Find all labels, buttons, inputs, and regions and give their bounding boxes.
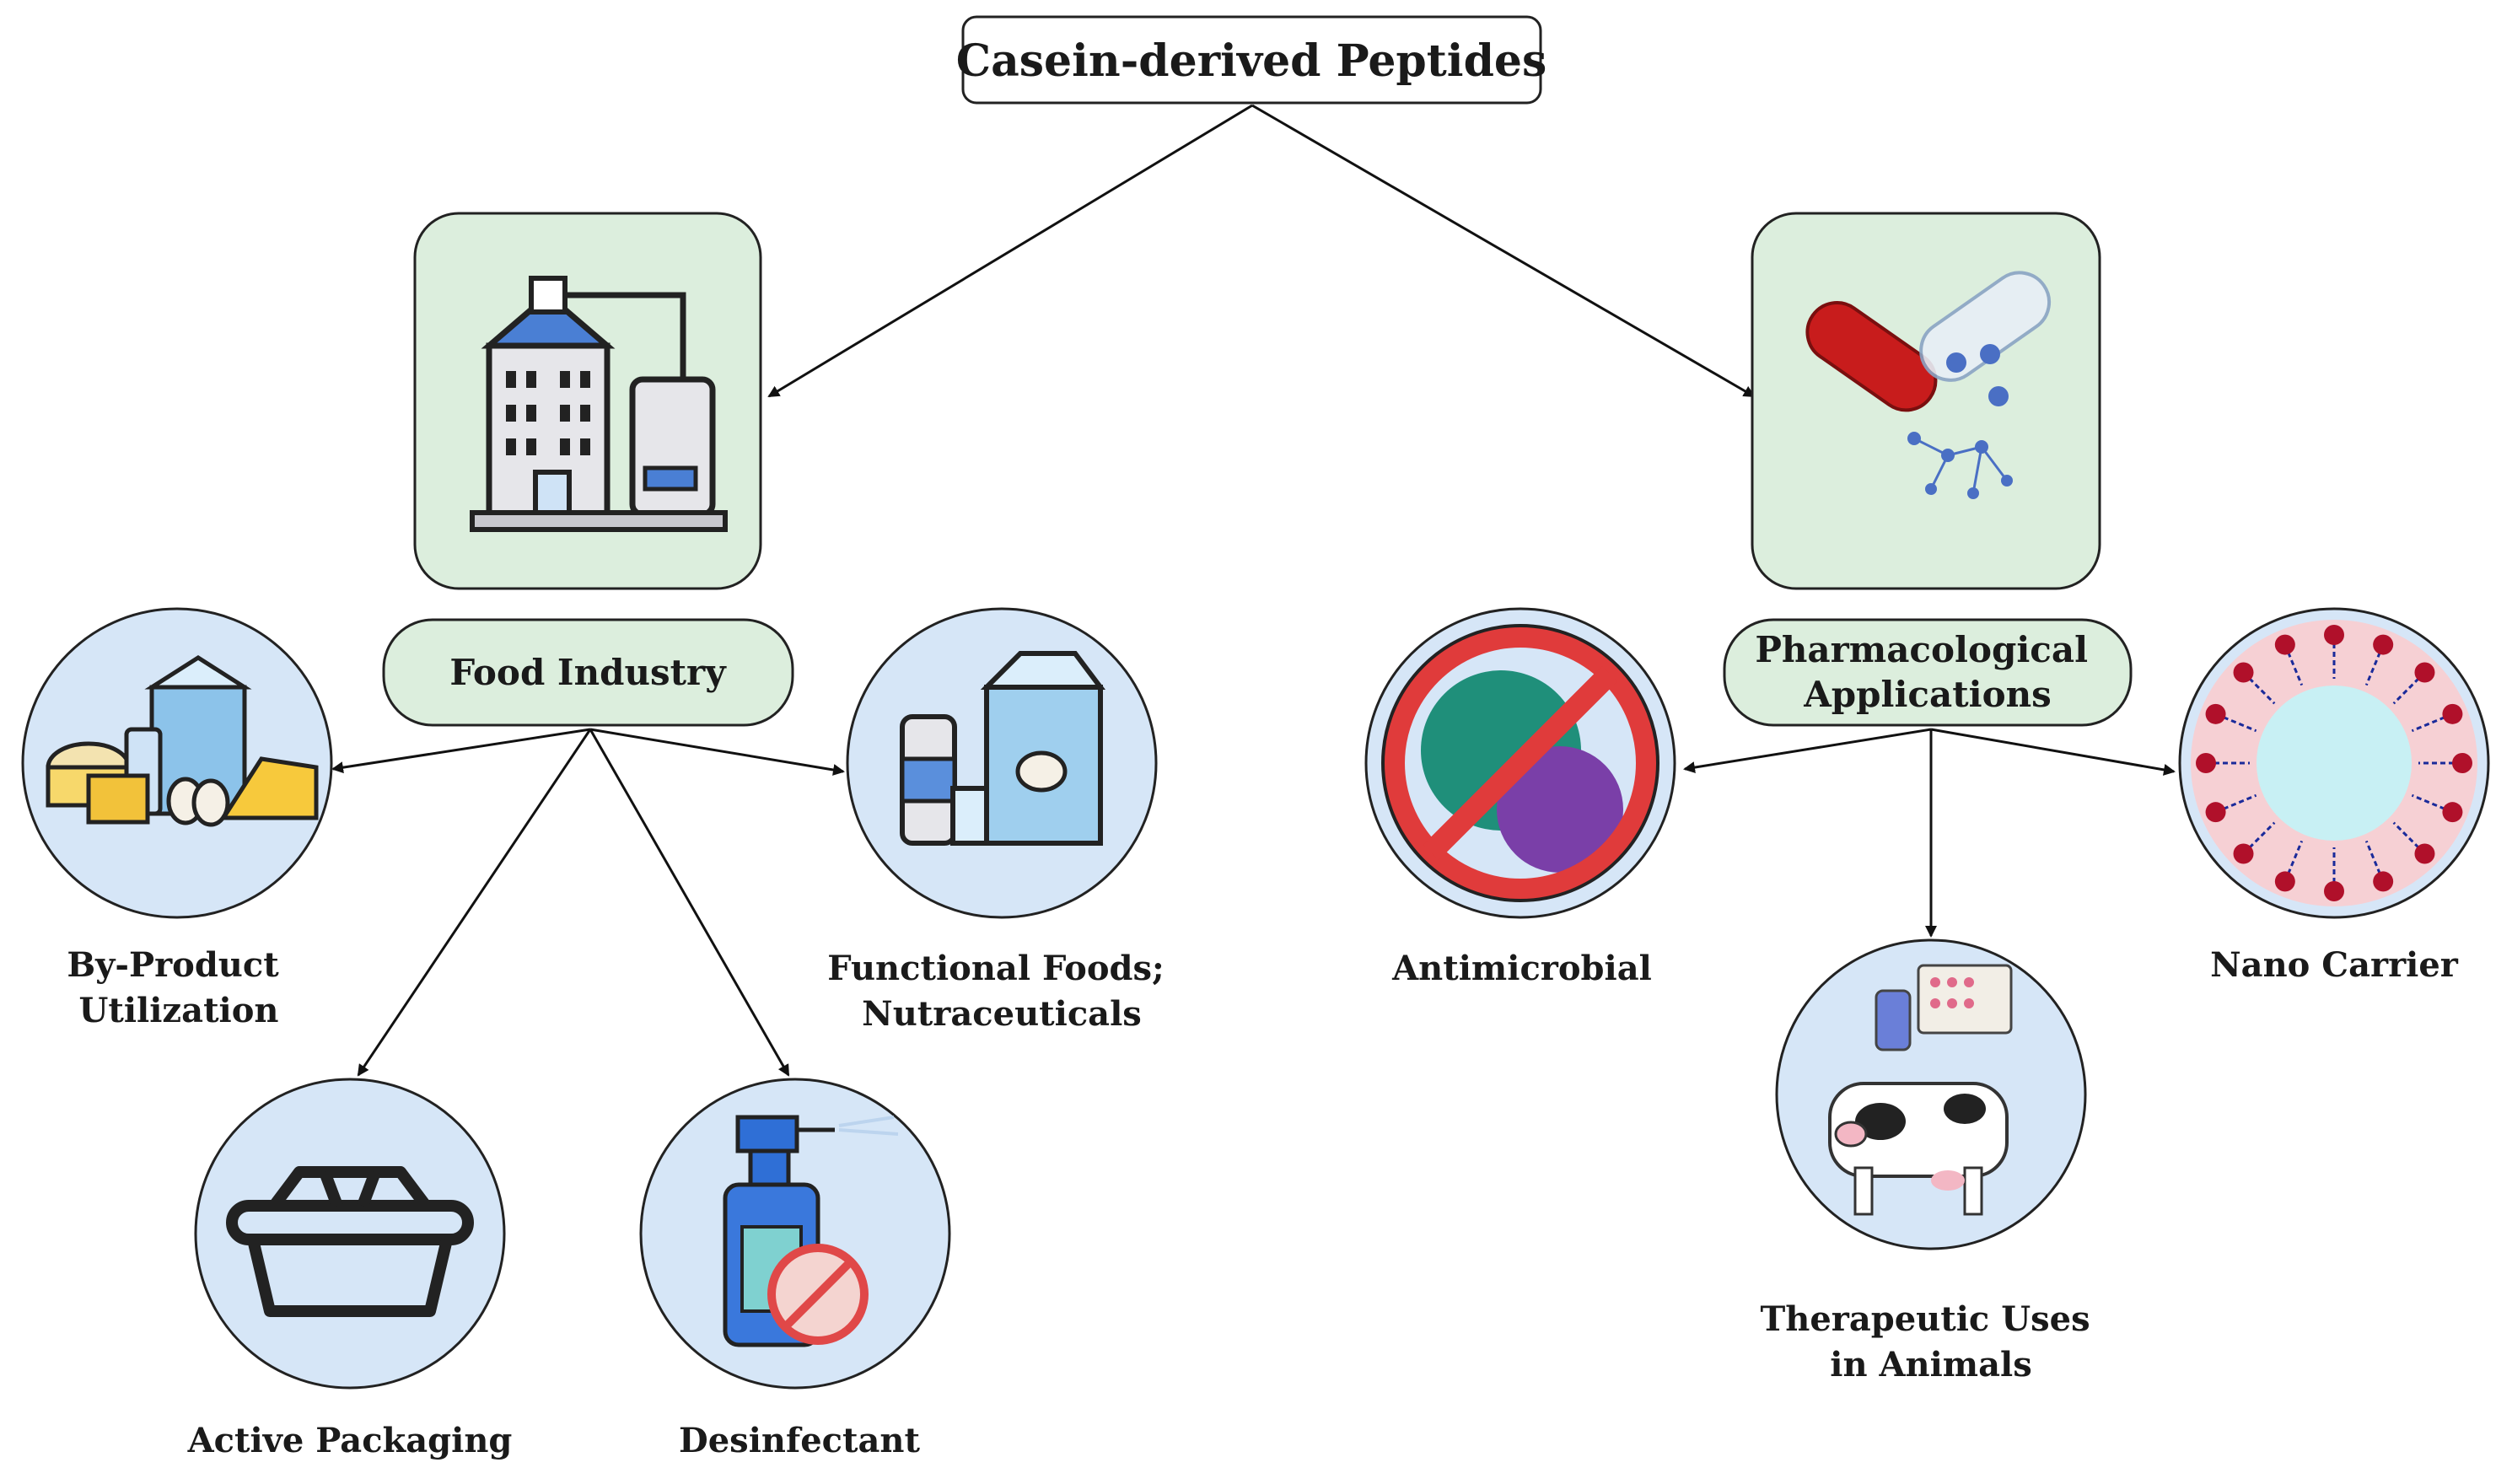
lipid-tail <box>2411 793 2454 814</box>
byproduct-label: By-Product Utilization <box>67 945 290 1030</box>
food-industry-label: Food Industry <box>449 652 727 693</box>
lipid-tail <box>2242 671 2276 705</box>
lipid-head <box>2205 802 2226 823</box>
arrow-food-to-disinfectant <box>589 729 790 1077</box>
lipid-tail <box>2392 821 2426 855</box>
lipid-head <box>2324 625 2344 645</box>
lipid-head <box>2373 634 2394 655</box>
root-label: Casein-derived Peptides <box>956 35 1547 87</box>
antimicrobial-label: Antimicrobial <box>1391 949 1652 988</box>
lipid-tail <box>2411 712 2454 733</box>
milk-carton-icon <box>900 651 1105 846</box>
dairy-products-icon <box>46 655 319 827</box>
lipid-tail <box>2283 643 2304 686</box>
lipid-head <box>2442 802 2463 823</box>
functional-foods-label: Functional Foods; Nutraceuticals <box>827 949 1175 1034</box>
no-microbe-icon <box>1381 624 1659 902</box>
lipid-head <box>2373 871 2394 892</box>
lipid-head <box>2442 703 2463 724</box>
lipid-head <box>2414 662 2435 683</box>
food-container-icon <box>226 1166 474 1317</box>
liposome-icon <box>2191 620 2477 906</box>
lipid-tail <box>2283 840 2304 883</box>
lipid-tail <box>2242 821 2276 855</box>
root-node: Casein-derived Peptides <box>956 15 1547 105</box>
arrow-food-to-byproduct <box>331 728 591 774</box>
food-industry-pill: Food Industry <box>382 618 794 727</box>
cow-medicine-icon <box>1828 964 2013 1216</box>
factory-icon <box>470 276 728 532</box>
lipid-tail <box>2392 671 2426 705</box>
disinfectant-spray-icon <box>723 1115 899 1347</box>
capsule-molecules-icon <box>1805 271 2052 499</box>
lipid-head <box>2274 634 2295 655</box>
arrow-food-to-functional <box>589 728 845 776</box>
lipid-tail <box>2364 840 2385 883</box>
lipid-head <box>2233 843 2254 864</box>
lipid-head <box>2414 843 2435 864</box>
lipid-tail <box>2214 712 2257 733</box>
nano-carrier-label: Nano Carrier <box>2210 945 2459 985</box>
lipid-tail <box>2364 643 2385 686</box>
arrow-root-to-pharma <box>1251 104 1756 398</box>
lipid-head <box>2205 703 2226 724</box>
lipid-head <box>2274 871 2295 892</box>
lipid-head <box>2324 881 2344 901</box>
lipid-head <box>2196 753 2216 773</box>
lipid-tail <box>2214 793 2257 814</box>
connectors <box>331 104 2176 1077</box>
disinfectant-label: Desinfectant <box>679 1421 920 1460</box>
arrow-pharma-to-nanocarrier <box>1930 728 2176 776</box>
active-packaging-label: Active Packaging <box>187 1421 513 1460</box>
therapeutic-label: Therapeutic Uses in Animals <box>1760 1299 2101 1385</box>
lipid-head <box>2233 662 2254 683</box>
lipid-head <box>2452 753 2472 773</box>
arrow-root-to-food <box>767 104 1253 398</box>
pharma-applications-label: Pharmacological Applications <box>1755 629 2100 715</box>
arrow-pharma-to-antimicrobial <box>1683 728 1932 774</box>
pharma-applications-pill: Pharmacological Applications <box>1723 618 2133 727</box>
arrow-food-to-packaging <box>357 729 592 1077</box>
